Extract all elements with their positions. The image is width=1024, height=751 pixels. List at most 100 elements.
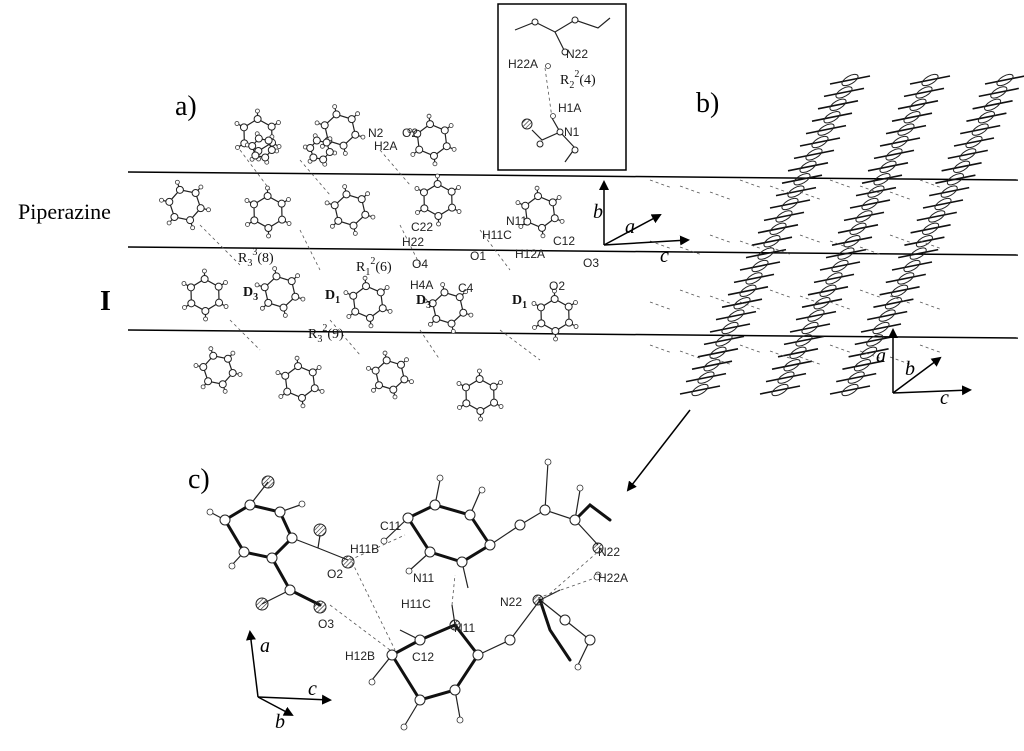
panel-c-molecules [206,458,612,731]
panel-b-hbond-39 [889,356,913,366]
panel-b-hbond-7 [829,179,853,189]
inset-atom-h22a: H22A [508,57,538,71]
panel-a-ring-11 [343,275,393,329]
pa-atom-c4: C4 [458,281,474,295]
pa-dimer-2-main: D [325,288,335,303]
panel-b-hbond-31 [649,344,673,354]
panel-b-hbond-23 [709,295,733,305]
panel-b-stacks [649,73,1024,397]
inset-motif: R22(4) [560,69,596,91]
panel-a-ring-7 [414,173,462,227]
panel-a-hbond-1 [239,149,271,191]
pa-dimer-2: D1 [325,288,340,306]
pa-motif-2-rest: (6) [375,260,392,275]
panel-a-hbond-7 [479,229,511,271]
pc-atom-c12: C12 [412,650,434,664]
pc-atom-n11-b: N11 [454,621,475,635]
pa-motif-3-sup: 2 [322,323,327,334]
panel-b-hbond-14 [739,240,763,250]
pc-atom-n22-a: N22 [598,545,620,559]
panel-a-ring-16 [366,350,414,400]
pa-dimer-2-sub: 1 [335,295,340,306]
pa-motif-r12-6: R12(6) [356,256,392,278]
panel-b-hbond-40 [919,344,943,354]
panel-a-molecules [159,104,579,422]
pa-atom-n11: N11 [506,214,527,228]
panel-a-hbond-3 [379,149,411,186]
pc-atom-h12b: H12B [345,649,375,663]
inset-motif-main: R [560,73,570,88]
panel-b-hbond-8 [859,185,883,195]
panel-a-ring-5 [244,185,292,239]
panel-b-hbond-17 [829,240,853,250]
panel-b-hbond-15 [769,246,793,256]
inset-atom-n1: N1 [564,125,580,139]
pa-motif-r33-8: R33(8) [238,247,274,269]
panel-b-hbond-38 [859,350,883,360]
panel-b-hbond-35 [769,350,793,360]
panel-b-hbond-5 [769,185,793,195]
panel-b-hbond-3 [709,191,733,201]
pa-atom-o1: O1 [470,249,486,263]
pc-atom-n11-a: N11 [413,571,434,585]
panel-b-hbond-30 [919,301,943,311]
panel-a-ring-6 [324,184,376,236]
pa-motif-1-sup: 3 [252,247,257,258]
panel-b-stack-2 [759,73,951,397]
panel-b-hbond-1 [649,179,673,189]
pa-motif-3-sub: 3 [317,334,322,345]
panel-a-hbond-5 [299,229,321,271]
panel-a-ring-14 [193,346,243,394]
zoom-arrow [626,409,691,492]
panel-b-hbond-19 [889,234,913,244]
pa-atom-h12a: H12A [515,247,545,261]
pa-motif-1-sub: 3 [247,258,252,269]
panel-b-hbond-2 [679,185,703,195]
pa-atom-o4: O4 [412,257,428,271]
axis-c-a: a [260,635,270,657]
panel-a-hbond-4 [199,224,241,266]
axes-triad-c [246,630,332,716]
panel-b-hbond-12 [679,246,703,256]
panel-b-hbond-4 [739,179,763,189]
panel-b-hbond-32 [679,350,703,360]
panel-a-ring-8 [515,185,565,239]
panel-b-hbond-6 [799,191,823,201]
axis-a-c: c [660,245,669,267]
panel-b-hbond-25 [769,289,793,299]
inset-motif-rest: (4) [579,73,596,88]
panel-a-ring-4 [159,179,211,231]
pc-atom-o3: O3 [318,617,334,631]
inset-motif-sup: 2 [574,69,579,80]
inset-atom-n22: N22 [566,47,588,61]
pa-atom-h11c: H11C [482,228,512,242]
panel-b-hbond-11 [649,240,673,250]
panel-a-ring-10 [254,266,306,318]
panel-b-stack-3 [829,73,1024,397]
pa-atom-n2: N2 [368,126,384,140]
inset-atom-h1a: H1A [558,101,581,115]
pc-atom-h22a: H22A [598,571,628,585]
pc-atom-n22-b: N22 [500,595,522,609]
pa-motif-1-rest: (8) [257,251,274,266]
panel-b-hbond-9 [889,191,913,201]
panel-label-a: a) [175,91,197,122]
panel-a-hbond-10 [419,329,441,361]
panel-b-hbond-22 [679,289,703,299]
panel-b-stack-1 [679,73,871,397]
inset-motif-sub: 2 [569,80,574,91]
panel-b-hbond-37 [829,344,853,354]
pa-atom-o2-bottom: O2 [549,279,565,293]
pa-motif-2-sub: 1 [365,267,370,278]
axis-c-b: b [275,711,285,733]
panel-a-hbond-2 [299,159,331,196]
pa-atom-o3: O3 [583,256,599,270]
inset-box [497,3,627,171]
axis-a-a: a [625,216,635,238]
pa-dimer-4-sub: 1 [522,300,527,311]
pa-motif-1-main: R [238,251,248,266]
axis-a-b: b [593,201,603,223]
pa-motif-3-main: R [308,327,318,342]
